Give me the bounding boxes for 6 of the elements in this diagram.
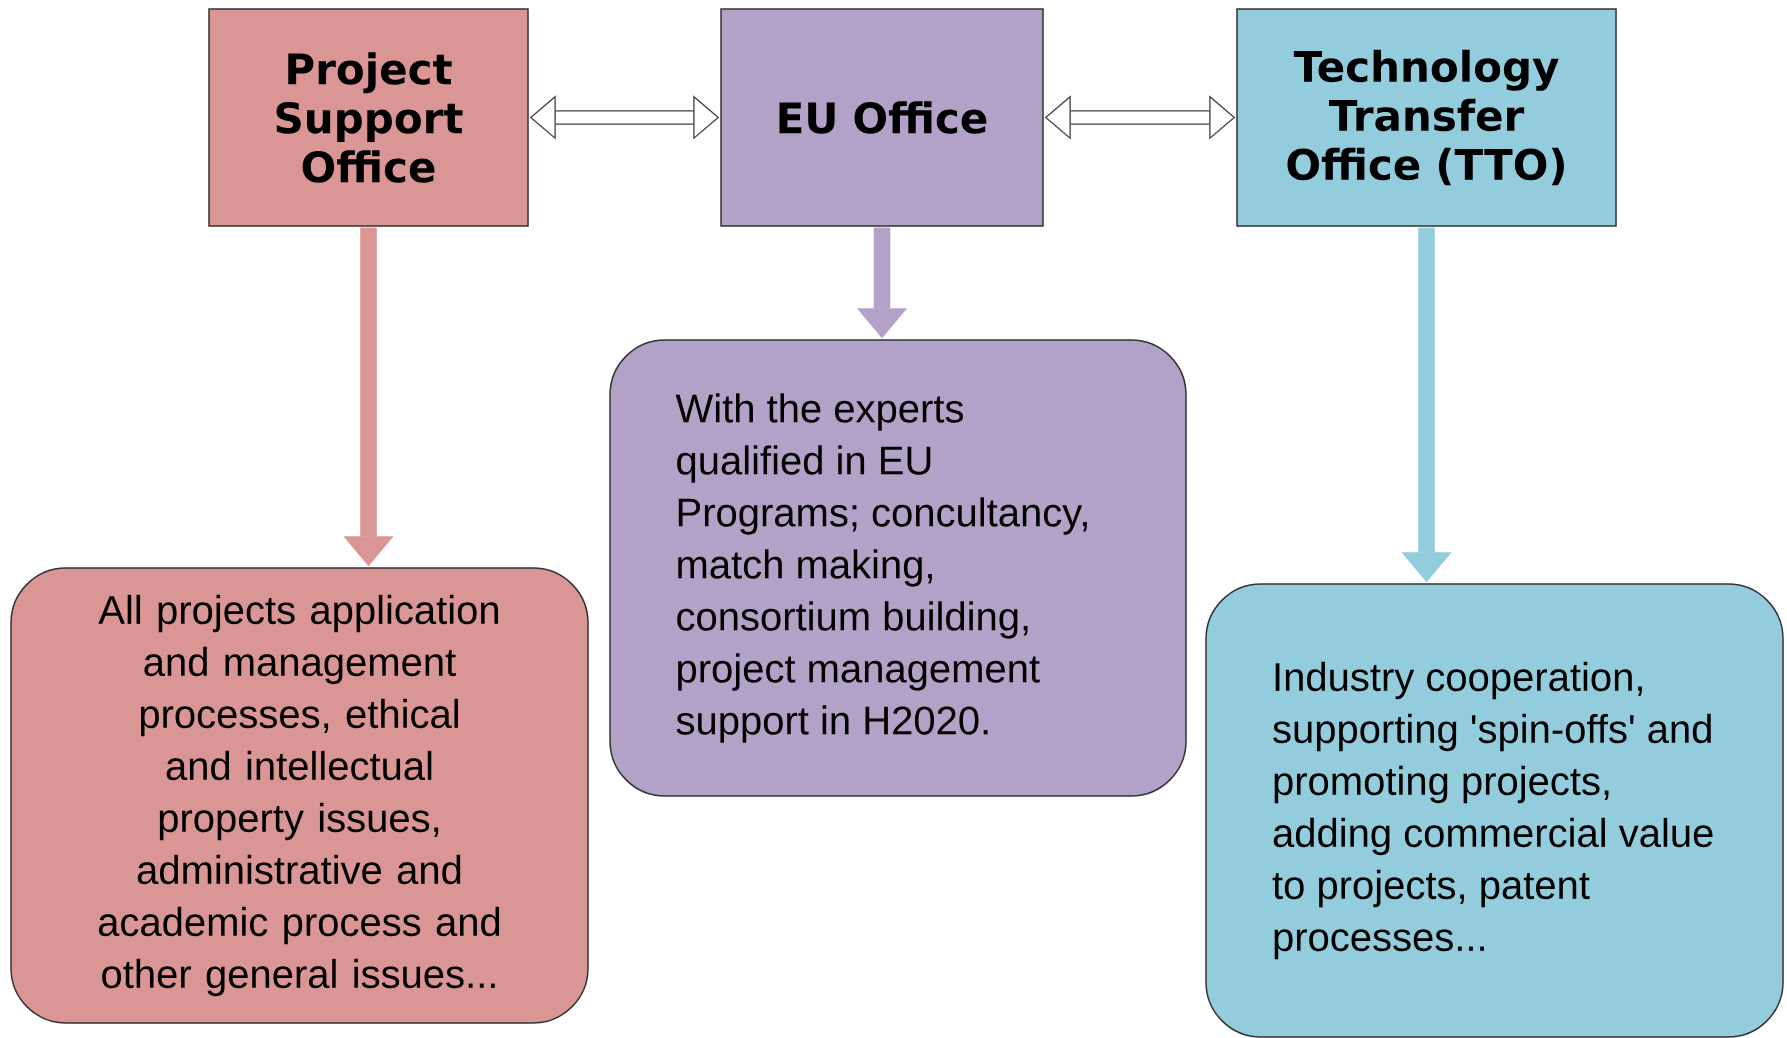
office-box: EU Office [720,8,1044,227]
office-box: Project Support Office [208,8,529,227]
description-box: With the experts qualified in EU Programs; concultancy, match making, consortium building, project management support in H2020. [609,339,1187,797]
description-box: Industry cooperation, supporting 'spin-offs' and promoting projects, adding commercial value to projects, patent processes... [1205,583,1784,1038]
description-box: All projects application and management processes, ethical and intellectual property issues, administrative and academic process and other general issues... [10,567,589,1024]
office-box: Technology Transfer Office (TTO) [1236,8,1617,227]
